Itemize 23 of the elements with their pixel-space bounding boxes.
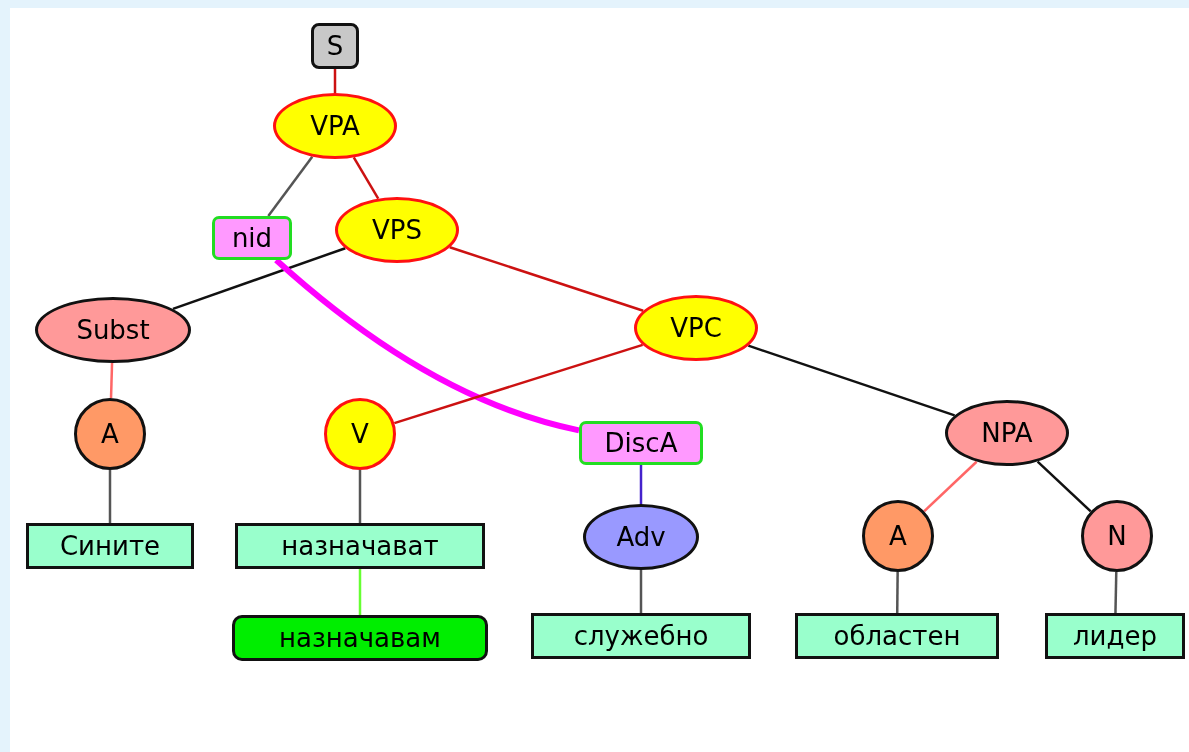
tree-branch (639, 465, 643, 504)
tree-branch (449, 246, 644, 312)
tree-branch (1114, 571, 1118, 614)
tree-branch (896, 572, 899, 613)
tree-branch (108, 470, 112, 523)
tree-branch (172, 247, 346, 311)
root-box: S (311, 23, 359, 69)
lemma-box: назначавам (232, 615, 488, 661)
word-box: лидер (1045, 613, 1185, 659)
tree-branch (1036, 460, 1092, 513)
word-box: областен (795, 613, 999, 659)
tree-branch (333, 69, 337, 93)
tree-branch (358, 470, 362, 523)
word-box: назначават (235, 523, 485, 569)
tree-branch (923, 460, 978, 513)
word-box: Сините (26, 523, 194, 569)
tree-branch (109, 362, 114, 399)
word-box: служебно (531, 613, 751, 659)
category-box: nid (212, 216, 292, 260)
tree-branch (639, 570, 643, 613)
tree-branch (747, 344, 956, 417)
category-box: DiscA (579, 421, 703, 465)
tree-branch (358, 569, 362, 615)
